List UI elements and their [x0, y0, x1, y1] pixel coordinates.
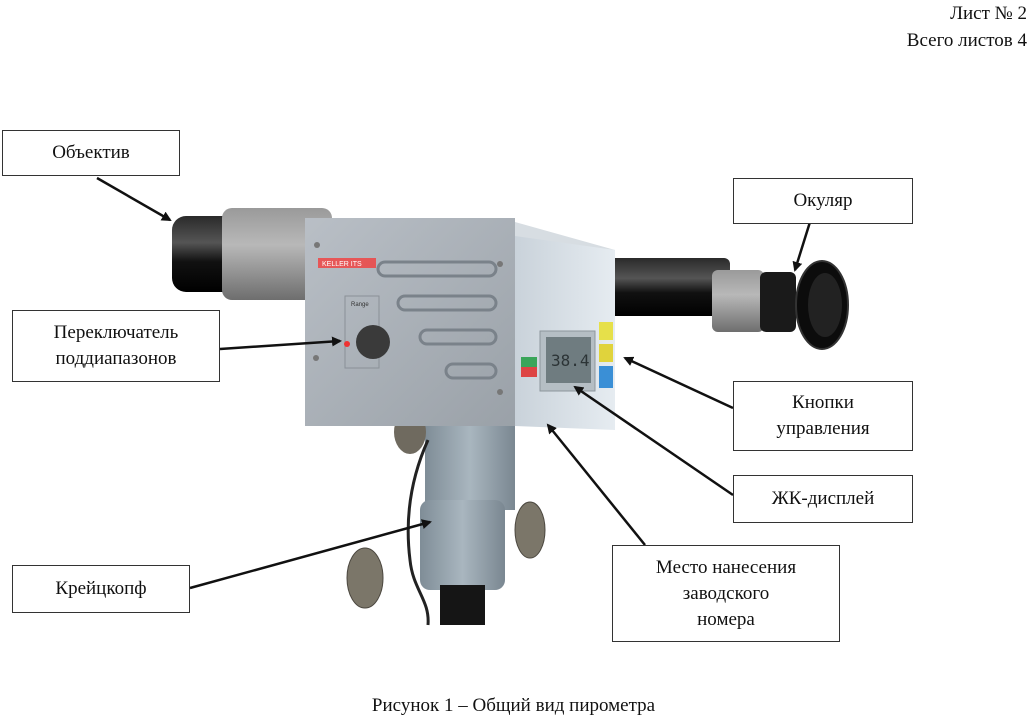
objective-lens: [172, 208, 332, 300]
pointer-arrows: [96, 176, 812, 590]
label-control-buttons: Кнопки управления: [733, 381, 913, 451]
brand-text: KELLER ITS: [322, 261, 362, 268]
svg-text:Range: Range: [351, 302, 369, 308]
svg-text:38.4: 38.4: [551, 351, 590, 370]
sheet-total: Всего листов 4: [906, 30, 1027, 51]
figure-caption: Рисунок 1 – Общий вид пирометра: [371, 695, 656, 716]
label-eyepiece: Окуляр: [733, 178, 913, 224]
crosshead-mount: [346, 410, 546, 626]
sheet-header: Лист № 2 Всего листов 4: [907, 0, 1027, 54]
lcd-display: [546, 337, 591, 383]
label-serial-number-place: Место нанесения заводского номера: [612, 545, 840, 642]
label-crosshead: Крейцкопф: [12, 565, 190, 613]
range-switch-knob: [356, 325, 390, 359]
label-range-switch: Переключатель поддиапазонов: [12, 310, 220, 382]
label-lcd-display: ЖК-дисплей: [733, 475, 913, 523]
main-housing: KELLER ITS Range 38.4: [305, 218, 615, 430]
sheet-number: Лист № 2: [950, 3, 1027, 24]
label-objective: Объектив: [2, 130, 180, 176]
